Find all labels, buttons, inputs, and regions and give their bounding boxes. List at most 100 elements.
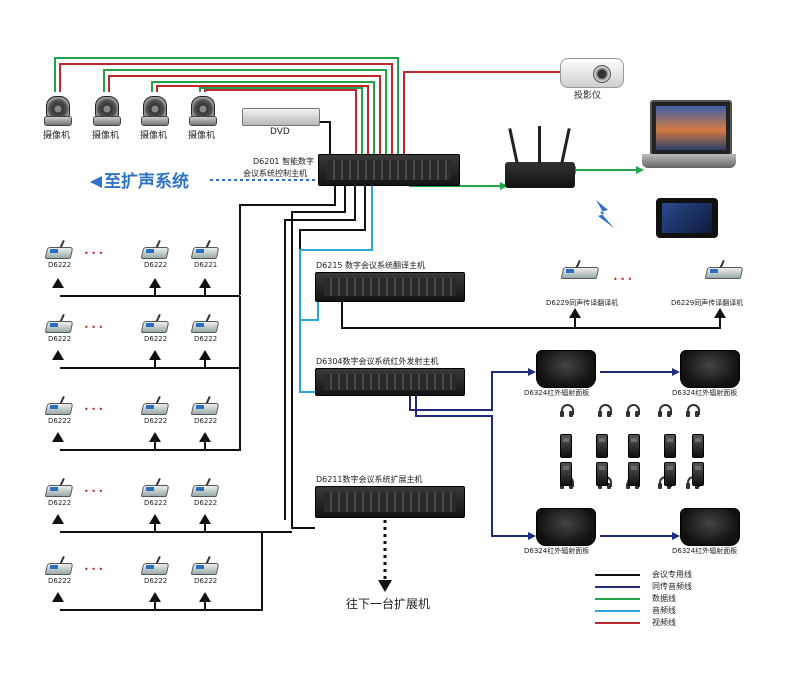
mic-label: D6222 — [48, 261, 72, 269]
wireless-icon — [596, 200, 614, 228]
router-icon — [505, 162, 575, 188]
ir-receiver-icon — [664, 462, 676, 486]
chain-dots: • • • — [84, 487, 104, 496]
video-line — [204, 89, 357, 160]
delegate-mic-icon — [140, 313, 170, 333]
video-line — [403, 71, 560, 160]
ir-panel-icon — [536, 350, 596, 388]
chain-dots: • • • — [84, 249, 104, 258]
delegate-mic-icon — [44, 477, 74, 497]
headphone-icon — [658, 404, 672, 418]
next-ext-label: 往下一台扩展机 — [346, 597, 431, 611]
ir-panel-label: D6324红外辐射面板 — [672, 389, 738, 397]
ir-receiver-icon — [596, 434, 608, 458]
dvd-player — [242, 108, 320, 126]
ir-panel-icon — [536, 508, 596, 546]
mic-label: D6222 — [48, 417, 72, 425]
mic-label: D6222 — [48, 577, 72, 585]
camera-label: 摄像机 — [140, 131, 168, 141]
video-line — [59, 63, 393, 160]
interp-unit-label: D6229同声传译翻译机 — [546, 299, 619, 307]
delegate-mic-icon — [140, 239, 170, 259]
control-host-label: 会议系统控制主机 — [243, 169, 307, 178]
video-line — [103, 69, 387, 160]
ir-host-device — [315, 368, 465, 396]
control-host-label: D6201 智能数字 — [253, 157, 315, 166]
interpreter-unit-icon — [704, 259, 744, 279]
interp-host-device — [315, 272, 465, 302]
ir-receiver-icon — [596, 462, 608, 486]
legend-label: 同传音频线 — [652, 582, 692, 591]
headphone-icon — [686, 404, 700, 418]
camera-icon — [141, 96, 169, 126]
ir-line — [415, 392, 528, 537]
delegate-mic-icon — [190, 239, 220, 259]
camera-label: 摄像机 — [92, 131, 120, 141]
ir-host-label: D6304数字会议系统红外发射主机 — [316, 357, 439, 366]
projector-label: 投影仪 — [574, 91, 602, 101]
bus-line — [291, 185, 346, 529]
bus-line — [239, 185, 336, 295]
ir-receiver-icon — [692, 462, 704, 486]
delegate-mic-icon — [190, 313, 220, 333]
delegate-mic-icon — [44, 239, 74, 259]
legend-label: 数据线 — [652, 594, 676, 603]
camera-label: 摄像机 — [43, 131, 71, 141]
audio-line — [318, 121, 331, 160]
bus-line — [284, 185, 356, 520]
headphone-icon — [626, 404, 640, 418]
legend-label: 视频线 — [652, 618, 676, 627]
chain-dots: • • • — [84, 323, 104, 332]
delegate-mic-icon — [140, 555, 170, 575]
laptop-icon — [650, 100, 732, 156]
delegate-mic-icon — [44, 555, 74, 575]
to-pa-label: 至扩声系统 — [104, 172, 189, 192]
ir-panel-label: D6324红外辐射面板 — [524, 389, 590, 397]
headphone-icon — [560, 404, 574, 418]
mic-label: D6222 — [194, 417, 218, 425]
projector-icon — [560, 58, 624, 88]
ir-receiver-icon — [628, 434, 640, 458]
ext-host-label: D6211数字会议系统扩展主机 — [316, 475, 423, 484]
mic-label: D6222 — [144, 417, 168, 425]
delegate-mic-icon — [44, 313, 74, 333]
legend-lines — [595, 574, 640, 624]
video-line — [108, 75, 381, 160]
camera-icon — [93, 96, 121, 126]
mic-label: D6222 — [194, 499, 218, 507]
video-line — [54, 57, 399, 160]
mic-label: D6222 — [194, 335, 218, 343]
dvd-label: DVD — [270, 127, 290, 137]
interp-host-label: D6215 数字会议系统翻译主机 — [316, 261, 426, 270]
ir-panel-label: D6324红外辐射面板 — [672, 547, 738, 555]
camera-icon — [44, 96, 72, 126]
mic-label: D6222 — [48, 335, 72, 343]
video-line — [156, 85, 369, 160]
video-line — [199, 87, 363, 160]
legend-label: 会议专用线 — [652, 570, 692, 579]
antenna — [538, 126, 541, 164]
interpreter-unit-icon — [560, 259, 600, 279]
legend-label: 音频线 — [652, 606, 676, 615]
ir-line — [409, 371, 528, 411]
camera-icon — [189, 96, 217, 126]
ir-receiver-icon — [560, 462, 572, 486]
mic-label: D6222 — [144, 499, 168, 507]
delegate-mic-icon — [140, 477, 170, 497]
ir-receiver-icon — [664, 434, 676, 458]
delegate-mic-icon — [190, 395, 220, 415]
headphone-icon — [598, 404, 612, 418]
ir-panel-icon — [680, 350, 740, 388]
laptop-base — [642, 154, 736, 168]
mic-label: D6222 — [144, 335, 168, 343]
camera-label: 摄像机 — [188, 131, 216, 141]
delegate-mic-icon — [190, 555, 220, 575]
video-line — [151, 81, 375, 160]
chain-dots: • • • — [613, 275, 633, 284]
tablet-icon — [656, 198, 718, 238]
bus-line — [341, 300, 721, 329]
mic-label: D6222 — [144, 261, 168, 269]
chain-dots: • • • — [84, 405, 104, 414]
interp-unit-label: D6229同声传译翻译机 — [671, 299, 744, 307]
